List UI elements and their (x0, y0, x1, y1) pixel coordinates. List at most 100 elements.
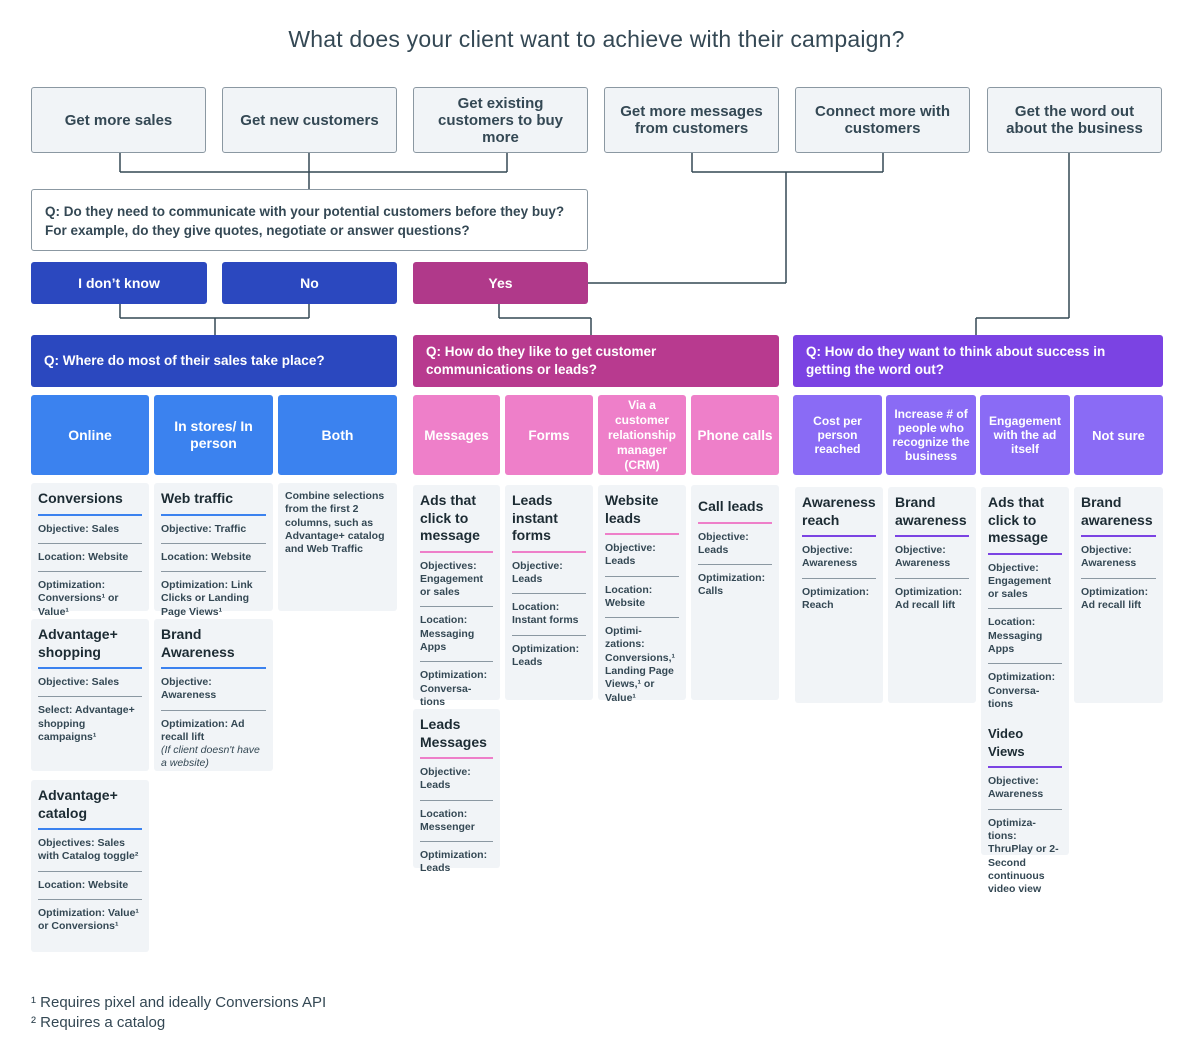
card-row: Objective: Sales (38, 523, 142, 544)
question-communicate-line1: Q: Do they need to communicate with your… (45, 204, 565, 219)
option-phone-calls: Phone calls (691, 395, 779, 475)
card-leads-instant-forms: Leads instant forms Objective: Leads Loc… (505, 485, 593, 700)
card-title: Web traffic (161, 490, 266, 516)
option-both: Both (278, 395, 397, 475)
footnote-catalog: ² Requires a catalog (31, 1014, 166, 1031)
card-row: Objective: Awareness (1081, 544, 1156, 579)
option-increase-recognition: Increase # of people who recognize the b… (886, 395, 976, 475)
card-title: Website leads (605, 492, 679, 535)
card-row: Objective: Traffic (161, 523, 266, 544)
option-online: Online (31, 395, 149, 475)
card-brand-awareness: Brand awareness Objective: Awareness Opt… (888, 487, 976, 703)
card-subtitle-video-views: Video Views (988, 725, 1062, 769)
card-row: Location: Website (161, 551, 266, 573)
option-forms: Forms (505, 395, 593, 475)
card-row: Objective: Awareness (895, 544, 969, 579)
goal-word-out: Get the word out about the business (987, 87, 1162, 153)
card-title: Conversions (38, 490, 142, 516)
card-row: Location: Messaging Apps (988, 616, 1062, 665)
card-row: Optimization: Link Clicks or Landing Pag… (161, 579, 253, 618)
option-messages: Messages (413, 395, 500, 475)
option-cost-per-person: Cost per person reached (793, 395, 882, 475)
card-leads-messages: Leads Messages Objective: Leads Location… (413, 709, 500, 874)
card-title: Brand awareness (895, 494, 969, 537)
card-ads-click-message-engagement: Ads that click to message Objective: Eng… (981, 487, 1069, 895)
option-not-sure: Not sure (1074, 395, 1163, 475)
answer-dont-know: I don’t know (31, 262, 207, 304)
goal-more-messages: Get more messages from customers (604, 87, 779, 153)
card-row: Optimization: Calls (698, 572, 766, 598)
page-title: What does your client want to achieve wi… (288, 26, 905, 52)
goal-connect-customers: Connect more with customers (795, 87, 970, 153)
card-row-text: Optimization: Ad recall lift (161, 717, 245, 743)
card-title: Awareness reach (802, 494, 876, 537)
card-brand-awareness-not-sure: Brand awareness Objective: Awareness Opt… (1074, 487, 1163, 703)
card-row: Optimization: Ad recall lift (If client … (161, 718, 266, 771)
answer-yes: Yes (413, 262, 588, 304)
question-awareness-success: Q: How do they want to think about succe… (793, 335, 1163, 387)
card-web-traffic: Web traffic Objective: Traffic Location:… (154, 483, 273, 618)
question-communicate-line2: For example, do they give quotes, negoti… (45, 223, 470, 238)
answer-no: No (222, 262, 397, 304)
card-title: Leads Messages (420, 716, 493, 759)
card-advantage-catalog: Advantage+ catalog Objectives: Sales wit… (31, 780, 149, 952)
card-conversions: Conversions Objective: Sales Location: W… (31, 483, 149, 618)
card-row: Optimiza- tions: ThruPlay or 2-Second co… (988, 816, 1059, 896)
card-row: Optimization: Reach (802, 585, 870, 611)
card-row: Optimization: Value¹ or Conversions¹ (38, 906, 139, 933)
card-row: Optimization: Leads (420, 849, 488, 875)
card-row: Optimization: Ad recall lift (1081, 585, 1149, 611)
card-title: Leads instant forms (512, 492, 586, 553)
card-both: Combine selections from the first 2 colu… (278, 483, 397, 611)
card-row: Objective: Sales (38, 676, 142, 698)
card-row: Location: Website (38, 879, 142, 900)
card-title: Call leads (698, 498, 772, 524)
card-row: Location: Messenger (420, 808, 493, 843)
card-row: Objectives: Sales with Catalog toggle² (38, 837, 142, 872)
card-row: Optimization: Conversa- tions (420, 669, 488, 708)
card-row: Location: Instant forms (512, 601, 586, 636)
goal-new-customers: Get new customers (222, 87, 397, 153)
card-row: Optimi- zations: Conversions,¹ Landing P… (605, 625, 676, 704)
option-crm: Via a customer relationship manager (CRM… (598, 395, 686, 475)
card-brand-awareness-store: Brand Awareness Objective: Awareness Opt… (154, 619, 273, 771)
card-row: Objective: Leads (698, 531, 772, 566)
question-communicate: Q: Do they need to communicate with your… (31, 189, 588, 251)
card-row: Select: Advantage+ shopping campaigns¹ (38, 704, 135, 743)
card-advantage-shopping: Advantage+ shopping Objective: Sales Sel… (31, 619, 149, 771)
card-row: Optimization: Leads (512, 642, 580, 668)
card-row: Objective: Leads (605, 542, 679, 577)
card-row: Objective: Leads (420, 766, 493, 801)
card-title: Advantage+ shopping (38, 626, 142, 669)
card-row: Location: Website (38, 551, 142, 573)
card-title: Ads that click to message (988, 494, 1062, 555)
card-row: Location: Messaging Apps (420, 614, 493, 663)
card-title: Brand awareness (1081, 494, 1156, 537)
card-title: Advantage+ catalog (38, 787, 142, 830)
card-row: Objective: Engagement or sales (988, 562, 1062, 610)
question-sales-location: Q: Where do most of their sales take pla… (31, 335, 397, 387)
card-both-text: Combine selections from the first 2 colu… (285, 490, 385, 556)
card-row: Optimization: Conversions¹ or Value¹ (38, 579, 119, 618)
option-engagement: Engagement with the ad itself (980, 395, 1070, 475)
goal-more-sales: Get more sales (31, 87, 206, 153)
card-call-leads: Call leads Objective: Leads Optimization… (691, 485, 779, 700)
card-title: Ads that click to message (420, 492, 493, 553)
card-row: Location: Website (605, 584, 679, 619)
card-awareness-reach: Awareness reach Objective: Awareness Opt… (795, 487, 883, 703)
card-row: Objective: Awareness (161, 676, 266, 711)
card-row-note: (If client doesn't have a website) (161, 744, 260, 770)
option-in-stores: In stores/ In person (154, 395, 273, 475)
goal-existing-customers: Get existing customers to buy more (413, 87, 588, 153)
card-row: Objective: Awareness (988, 775, 1062, 810)
card-row: Optimization: Ad recall lift (895, 585, 963, 611)
card-website-leads: Website leads Objective: Leads Location:… (598, 485, 686, 704)
card-row: Objectives: Engagement or sales (420, 560, 493, 608)
card-row: Optimization: Conversa- tions (988, 671, 1056, 710)
footnote-pixel: ¹ Requires pixel and ideally Conversions… (31, 994, 327, 1011)
card-row: Objective: Awareness (802, 544, 876, 579)
card-row: Objective: Leads (512, 560, 586, 595)
card-ads-click-message: Ads that click to message Objectives: En… (413, 485, 500, 708)
question-lead-preference: Q: How do they like to get customer comm… (413, 335, 779, 387)
